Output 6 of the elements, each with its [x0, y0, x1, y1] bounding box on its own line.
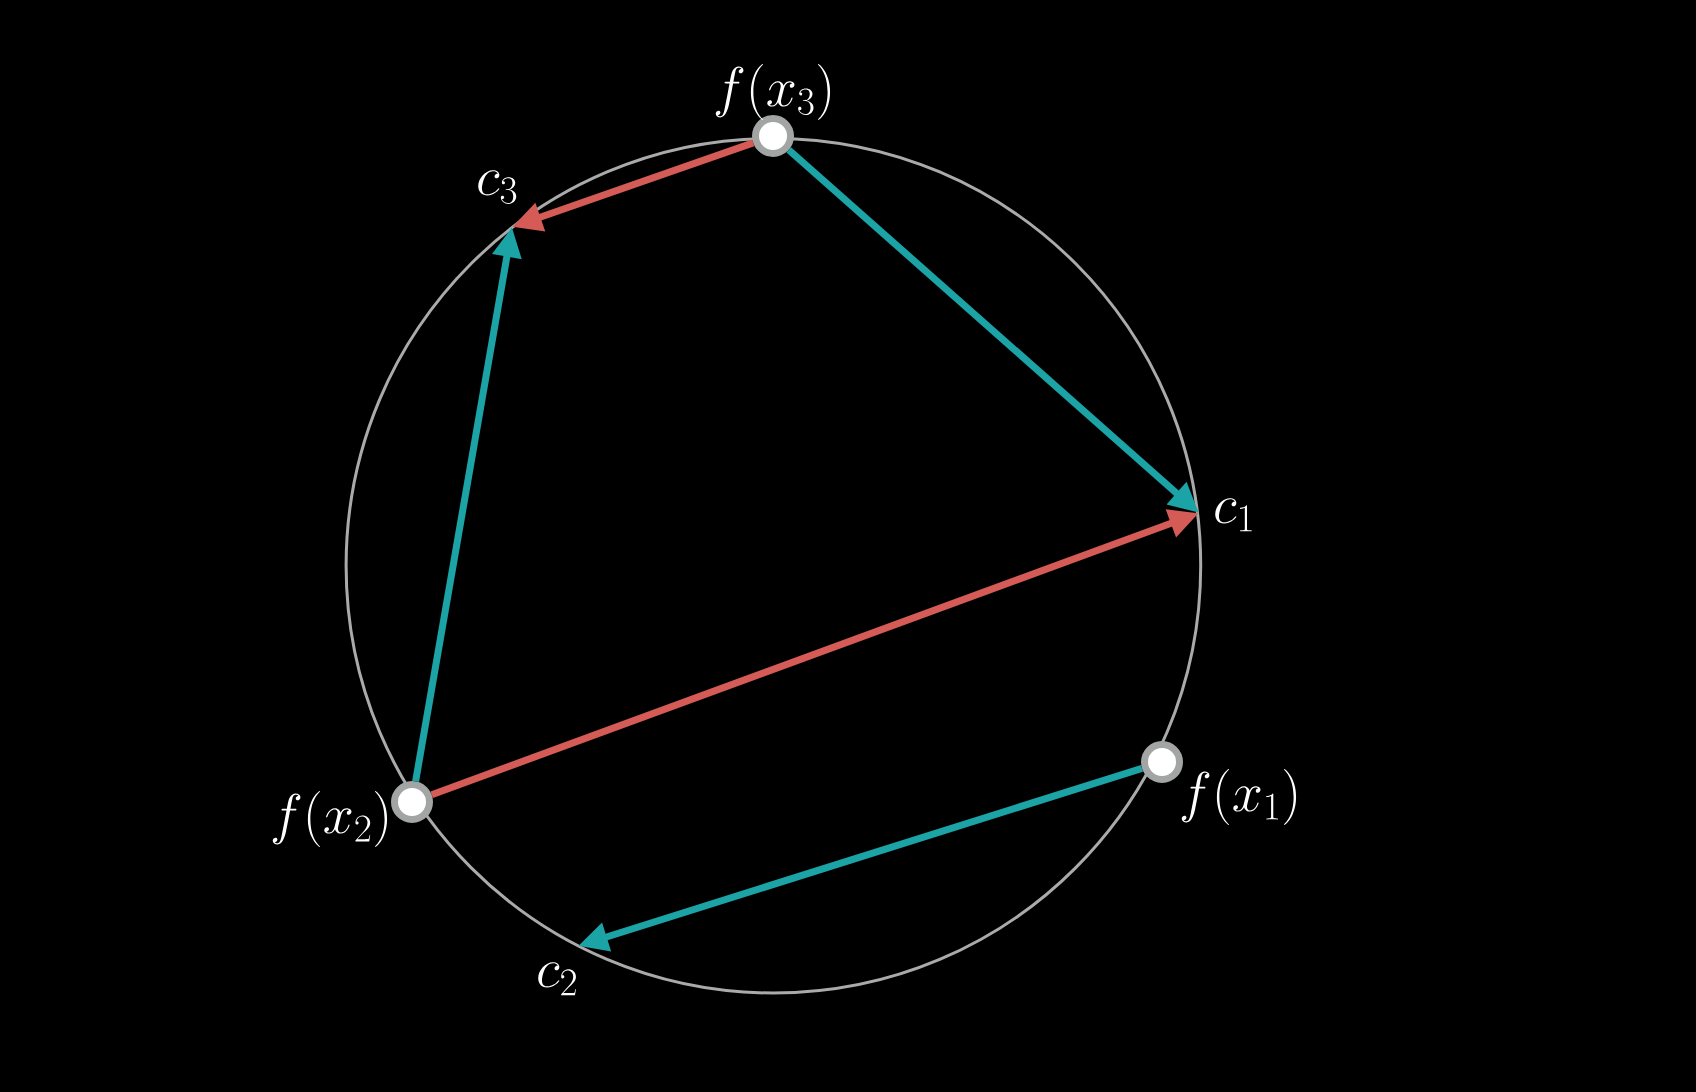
point-label: $c_1$ — [1215, 498, 1252, 532]
point-label: $c_3$ — [478, 170, 517, 204]
point-label: $f(x_2)$ — [272, 791, 388, 847]
point-label: $f(x_3)$ — [715, 64, 831, 120]
point-label: $c_2$ — [538, 962, 576, 996]
point-label: $f(x_1)$ — [1181, 769, 1297, 825]
